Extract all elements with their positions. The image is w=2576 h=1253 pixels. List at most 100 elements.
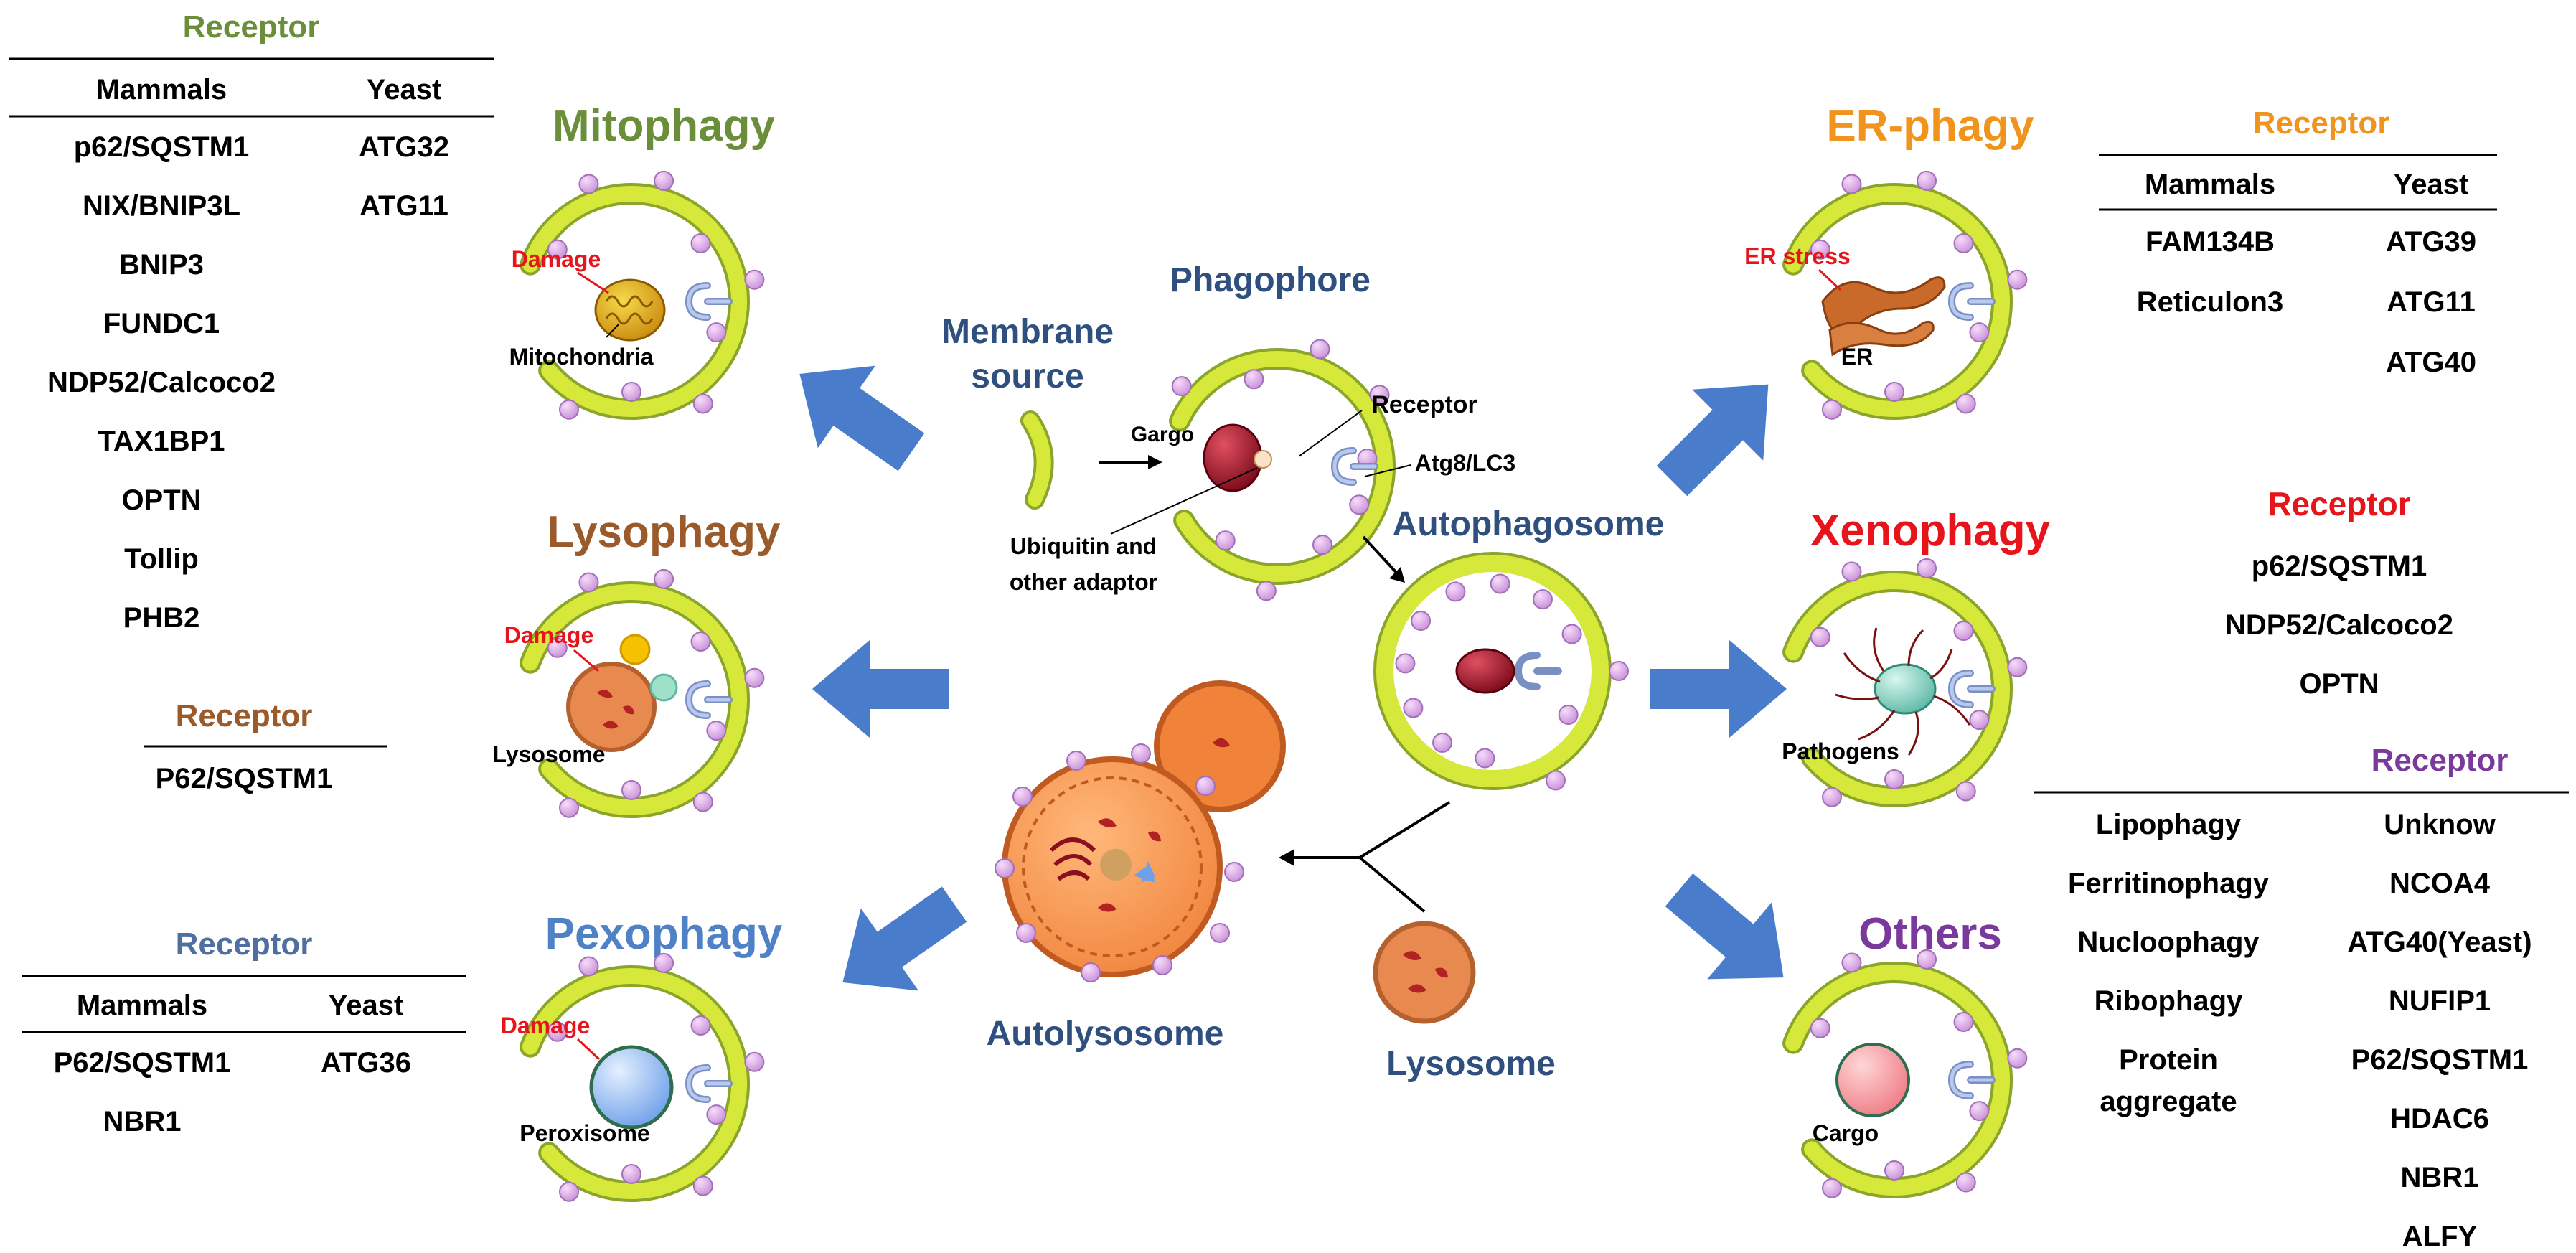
- atg8-lc3-dot: [1810, 239, 1830, 260]
- others-table-receptor-cell: NUFIP1: [2389, 985, 2491, 1017]
- xeno-table-row: OPTN: [2299, 668, 2379, 700]
- er-table-header-yeast: Yeast: [2394, 169, 2469, 200]
- lysosome-center-label: Lysosome: [1386, 1045, 1556, 1083]
- er-table-mammal-cell: FAM134B: [2145, 226, 2275, 258]
- arrow-to-mitophagy: [799, 365, 925, 471]
- atg8-lc3-dot: [1546, 770, 1566, 791]
- mito-table-mammal-cell: p62/SQSTM1: [74, 131, 250, 163]
- lysosome-organelle: [566, 634, 678, 752]
- atg8-lc3-dot: [1841, 174, 1862, 194]
- arrow-to-pexophagy: [842, 886, 967, 991]
- pexo-table-mammal-cell: P62/SQSTM1: [54, 1047, 231, 1079]
- mito-table-mammal-cell: FUNDC1: [103, 308, 220, 339]
- atg8-lc3-dot: [1066, 751, 1086, 771]
- atg8-lc3-dot: [692, 1175, 713, 1196]
- atg8-lc3-dot: [1955, 393, 1976, 414]
- atg8-lc3-dot: [1475, 748, 1495, 769]
- atg8-lc3-dot: [1969, 710, 1990, 731]
- arrow-to-er-phagy: [1656, 384, 1769, 497]
- center-phagophore: [1169, 339, 1396, 601]
- others-table-receptor-cell: HDAC6: [2390, 1103, 2489, 1135]
- atg8-lc3-dot: [1884, 769, 1904, 789]
- lysosome-label: Lysosome: [492, 741, 605, 767]
- atg8-lc3-dot: [1810, 626, 1830, 647]
- fusion-arrowhead: [1279, 849, 1294, 866]
- lysophagy-receptor-table: Receptor P62/SQSTM1: [144, 698, 387, 794]
- pexophagy-damage-arrow: [576, 1038, 601, 1061]
- phagophore-to-autophagosome-arrowhead: [1389, 567, 1405, 583]
- atg8-lc3-dot: [1152, 955, 1172, 975]
- atg8-lc3-dot: [1224, 862, 1244, 882]
- receptor-protein: [1947, 670, 1996, 708]
- atg8-lc3-dot: [547, 637, 568, 658]
- receptor-pointer: [1298, 410, 1363, 457]
- atg8-lc3-dot: [547, 1021, 568, 1042]
- atg8-lc3-dot: [1532, 589, 1553, 610]
- phagophore-label: Phagophore: [1170, 261, 1371, 299]
- autophagosome-receptor: [1514, 652, 1562, 690]
- lysophagy-damage-arrow: [573, 649, 599, 672]
- mito-table-mammal-cell: PHB2: [123, 602, 200, 634]
- atg8-lc3-dot: [654, 568, 674, 589]
- pexo-table-header-mammals: Mammals: [77, 990, 207, 1021]
- atg8-lc3-dot: [1081, 962, 1101, 982]
- xenophagy-receptor-table: Receptor p62/SQSTM1 NDP52/Calcoco2 OPTN: [2225, 485, 2453, 700]
- others-phagophore: [1782, 949, 2028, 1198]
- pexophagy-damage-label: Damage: [501, 1013, 591, 1038]
- others-table-type-cell: Nucloophagy: [2077, 926, 2260, 958]
- mito-table-mammal-cell: TAX1BP1: [98, 426, 225, 457]
- atg8-lc3-dot: [559, 797, 579, 818]
- atg8-lc3-dot: [1195, 776, 1216, 796]
- mitophagy-damage-arrow: [577, 271, 609, 294]
- receptor-protein: [685, 1064, 733, 1103]
- membrane-source-label-1: Membrane: [941, 313, 1114, 351]
- mito-table-mammal-cell: NDP52/Calcoco2: [47, 367, 276, 398]
- er-table-title: Receptor: [2253, 105, 2390, 141]
- others-table-receptor-cell: NCOA4: [2389, 868, 2491, 899]
- atg8-lc3-dot: [1312, 535, 1332, 555]
- pexo-table-mammal-cell: NBR1: [103, 1106, 182, 1137]
- atg8-lc3-dot: [559, 1181, 579, 1202]
- pathway-arrows: [799, 365, 1787, 991]
- atg8-lc3-dot: [1822, 399, 1842, 420]
- pexo-table-title: Receptor: [176, 926, 313, 962]
- others-table-receptor-cell: Unknow: [2384, 809, 2496, 840]
- atg8-lc3-dot: [2007, 657, 2028, 677]
- atg8-lc3-dot: [1244, 369, 1264, 390]
- ubiquitin-pointer: [1110, 467, 1258, 535]
- mito-table-yeast-cell: ATG32: [359, 131, 449, 163]
- others-table-receptor-cell: NBR1: [2401, 1162, 2479, 1193]
- others-table-type-cell: Protein: [2119, 1044, 2218, 1076]
- others-table-receptor-cell: P62/SQSTM1: [2351, 1044, 2529, 1076]
- er-label: ER: [1841, 344, 1873, 370]
- arrow-to-lysophagy: [812, 640, 949, 738]
- atg8-lc3-dot: [690, 233, 711, 254]
- atg8-lc3-dot: [2007, 269, 2028, 290]
- cargo-label: Cargo: [1813, 1120, 1879, 1146]
- atg8-lc3-dot: [1210, 923, 1230, 943]
- atg8-lc3-dot: [744, 269, 765, 290]
- atg8-lc3-dot: [1953, 621, 1974, 642]
- receptor-protein: [1947, 282, 1996, 321]
- atg8-lc3-dot: [654, 952, 674, 973]
- atg8-lc3-dot: [690, 1015, 711, 1036]
- xenophagy-phagophore: [1782, 558, 2028, 807]
- lysophagy-damage-label: Damage: [504, 622, 594, 648]
- atg8-lc3-dot: [1016, 923, 1036, 943]
- lysophagy-title: Lysophagy: [547, 507, 781, 557]
- atg8-lc3-dot: [1955, 781, 1976, 802]
- atg8-lc3-dot: [1917, 949, 1937, 970]
- atg8-lc3-dot: [1215, 530, 1236, 551]
- pathogen-organelle: [1835, 627, 1971, 756]
- atg8-lc3-dot: [1349, 494, 1370, 515]
- arrow-to-xenophagy: [1650, 640, 1787, 738]
- cargo-label-center: Gargo: [1131, 423, 1194, 446]
- er-stress-arrow: [1818, 268, 1842, 291]
- atg8-lc3-dot: [1884, 1160, 1904, 1181]
- mito-table-mammal-cell: OPTN: [121, 484, 201, 516]
- atg8-lc3-dot: [1558, 705, 1579, 725]
- er-stress-label: ER stress: [1744, 243, 1851, 269]
- fusion-line-autophagosome: [1358, 801, 1451, 859]
